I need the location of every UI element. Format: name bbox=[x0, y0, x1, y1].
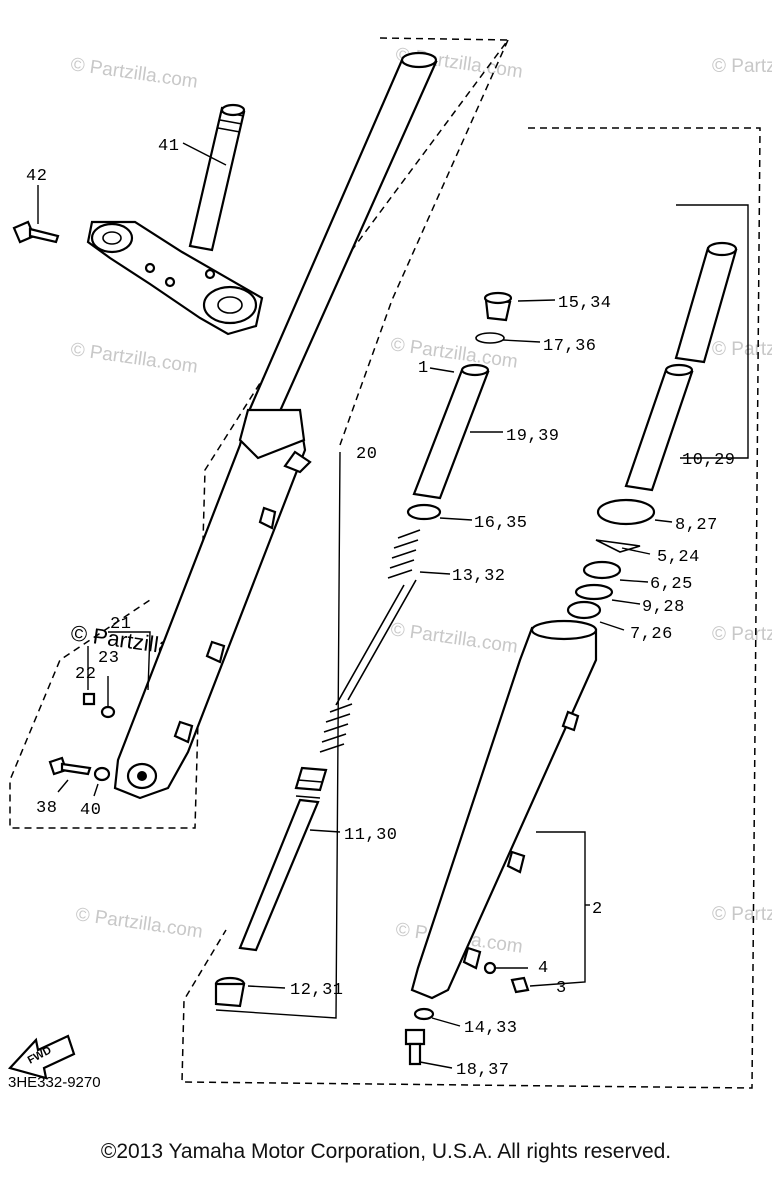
copyright-notice: ©2013 Yamaha Motor Corporation, U.S.A. A… bbox=[100, 1140, 672, 1163]
label-7-26: 7,26 bbox=[630, 625, 673, 644]
label-20: 20 bbox=[356, 445, 377, 464]
label-10-29: 10,29 bbox=[682, 451, 736, 470]
label-6-25: 6,25 bbox=[650, 575, 693, 594]
damper-components bbox=[214, 291, 513, 1008]
axle-pinch-bolts bbox=[48, 692, 116, 782]
label-19-39: 19,39 bbox=[506, 427, 560, 446]
watermark: © Partzilla.com bbox=[389, 334, 519, 373]
right-fork-group-boundary bbox=[181, 127, 761, 1089]
watermark: © Partzilla.com bbox=[712, 624, 772, 645]
leader-lines bbox=[37, 142, 749, 1069]
label-13-32: 13,32 bbox=[452, 567, 506, 586]
label-17-36: 17,36 bbox=[543, 337, 597, 356]
steering-stem-assembly bbox=[12, 103, 264, 336]
label-18-37: 18,37 bbox=[456, 1061, 510, 1080]
label-42: 42 bbox=[26, 167, 47, 186]
watermark: © Partzilla.com bbox=[712, 339, 772, 360]
label-1: 1 bbox=[418, 359, 429, 378]
watermark: © Partzilla.com bbox=[74, 904, 204, 943]
label-22: 22 bbox=[75, 665, 96, 684]
inner-fork-boundary bbox=[339, 39, 509, 446]
fwd-arrow-icon: FWD bbox=[7, 1034, 76, 1080]
label-8-27: 8,27 bbox=[675, 516, 718, 535]
label-41: 41 bbox=[158, 137, 179, 156]
label-2: 2 bbox=[592, 900, 603, 919]
watermark-layer: © Partzilla.com © Partzilla.com © Partzi… bbox=[69, 44, 772, 958]
label-16-35: 16,35 bbox=[474, 514, 528, 533]
label-15-34: 15,34 bbox=[558, 294, 612, 313]
label-11-30: 11,30 bbox=[344, 826, 398, 845]
label-21: 21 bbox=[110, 615, 131, 634]
label-4: 4 bbox=[538, 959, 549, 978]
left-fork-group-boundary bbox=[9, 37, 510, 829]
label-5-24: 5,24 bbox=[657, 548, 700, 567]
label-12-31: 12,31 bbox=[290, 981, 344, 1000]
outer-fork-tube-left bbox=[113, 51, 438, 800]
label-3: 3 bbox=[556, 979, 567, 998]
label-23: 23 bbox=[98, 649, 119, 668]
label-9-28: 9,28 bbox=[642, 598, 685, 617]
outer-fork-tube-right bbox=[404, 241, 738, 1066]
watermark: © Partzilla.com bbox=[69, 54, 199, 93]
diagram-code: 3HE332-9270 bbox=[8, 1074, 101, 1091]
watermark: © Partzilla.com bbox=[712, 904, 772, 925]
watermark: © Partzilla.com bbox=[712, 56, 772, 77]
label-40: 40 bbox=[80, 801, 101, 820]
label-14-33: 14,33 bbox=[464, 1019, 518, 1038]
part-labels: 41 42 15,34 17,36 1 19,39 20 10,29 16,35… bbox=[26, 137, 736, 1080]
label-38: 38 bbox=[36, 799, 57, 818]
watermark: © Partzilla.com bbox=[69, 339, 199, 378]
watermark: © Partzilla.com bbox=[389, 619, 519, 658]
